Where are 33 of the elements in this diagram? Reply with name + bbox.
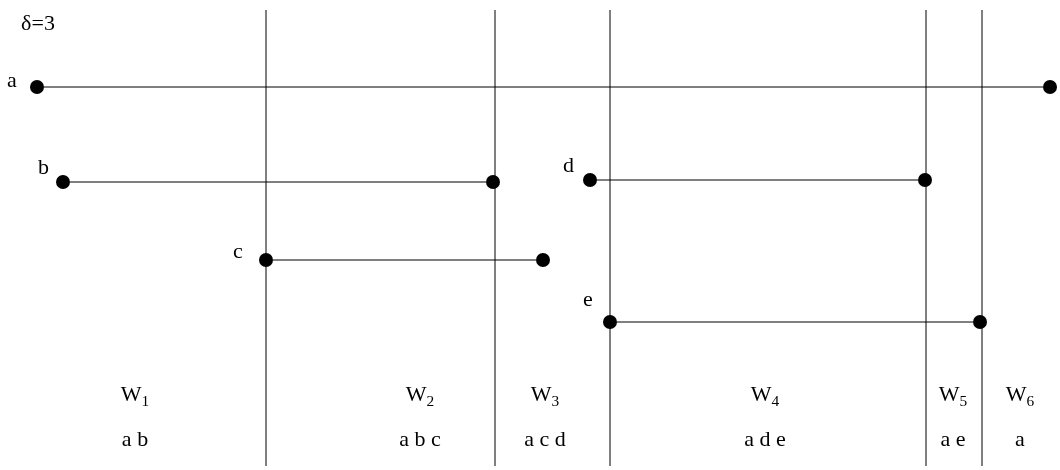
window-label: W$_{1}$ [120, 383, 150, 408]
window-label: W$_{5}$ [938, 383, 968, 408]
window-contents: a c d [524, 428, 566, 450]
interval-line [616, 321, 974, 323]
interval-line [43, 86, 1044, 88]
endpoint-dot [486, 175, 500, 189]
endpoint-dot [259, 253, 273, 267]
window-label: W$_{6}$ [1005, 383, 1035, 408]
interval-line [596, 179, 919, 181]
window-contents: a b c [399, 428, 441, 450]
interval-name: e [583, 288, 593, 310]
window-label: W$_{3}$ [530, 383, 560, 408]
interval-name: a [7, 69, 17, 91]
endpoint-dot [973, 315, 987, 329]
endpoint-dot [536, 253, 550, 267]
endpoint-dot [603, 315, 617, 329]
window-contents: a e [940, 428, 966, 450]
interval-name: d [563, 154, 574, 176]
window-contents: a [1015, 428, 1025, 450]
interval-name: b [38, 156, 49, 178]
parameter-label: δ=3 [21, 12, 55, 34]
interval-line [69, 181, 487, 183]
window-contents: a b [121, 428, 149, 450]
window-label: W$_{2}$ [405, 383, 435, 408]
window-label: W$_{4}$ [750, 383, 780, 408]
window-contents: a d e [744, 428, 786, 450]
endpoint-dot [1043, 80, 1057, 94]
endpoint-dot [56, 175, 70, 189]
endpoint-dot [30, 80, 44, 94]
interval-name: c [233, 240, 243, 262]
interval-line [272, 259, 537, 261]
endpoint-dot [918, 173, 932, 187]
endpoint-dot [583, 173, 597, 187]
